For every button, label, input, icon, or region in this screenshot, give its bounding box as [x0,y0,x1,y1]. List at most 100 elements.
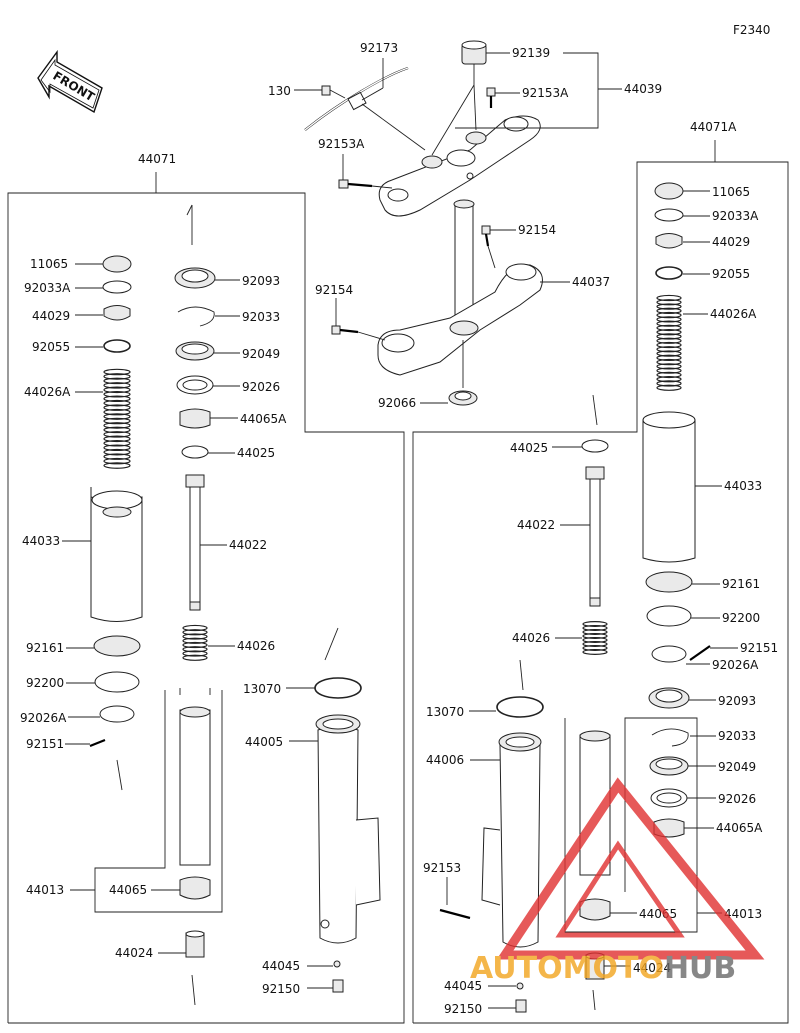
svg-text:92066: 92066 [378,396,416,410]
spring-coil [182,654,208,661]
svg-text:92200: 92200 [722,611,760,625]
spring-coil [103,453,131,460]
spring-coil [582,648,608,655]
part-92033A-r [654,208,684,222]
watermark-text: AUTOMOTOHUB [470,951,736,986]
spring-coil [103,408,131,416]
spring-coil [103,457,131,465]
spring-coil [656,333,682,340]
part-92066 [448,390,478,406]
spring-coil [103,399,131,407]
spring-coil [182,624,208,632]
part-92161 [93,635,141,657]
spring-coil [656,367,682,374]
front-arrow-icon: FRONT [37,49,103,114]
spring-coil [103,377,131,385]
svg-text:44025: 44025 [510,441,548,455]
svg-text:44005: 44005 [245,735,283,749]
svg-text:13070: 13070 [426,705,464,719]
part-44037-stem-bracket [377,199,543,376]
part-92200 [94,671,140,693]
diagram-code: F2340 [733,23,770,37]
svg-text:92153A: 92153A [318,137,365,151]
spring-coil [103,448,131,456]
spring-coil [582,624,608,631]
svg-text:11065: 11065 [30,257,68,271]
svg-text:44065A: 44065A [240,412,287,426]
part-92154-right [481,225,491,247]
spring-coil [656,303,682,310]
spring-coil [656,341,682,349]
svg-text:92200: 92200 [26,676,64,690]
svg-text:11065: 11065 [712,185,750,199]
svg-text:92049: 92049 [242,347,280,361]
spring-coil [656,299,682,306]
part-44045-r [516,982,524,990]
part-92033A [102,280,132,294]
spring-coil [103,431,131,438]
svg-text:44026: 44026 [512,631,550,645]
svg-text:92055: 92055 [32,340,70,354]
spring-coil [656,350,682,357]
part-92200-r [646,605,692,627]
spring-coil [103,440,131,447]
part-44005 [317,725,359,944]
svg-text:92151: 92151 [740,641,778,655]
spring-coil [656,380,682,387]
svg-text:44045: 44045 [262,959,300,973]
spring-coil [656,371,682,379]
part-44013 [179,709,211,866]
spring-coil [103,404,131,411]
svg-text:44071A: 44071A [690,120,737,134]
svg-text:92033: 92033 [718,729,756,743]
watermark-logo: AUTOMOTOHUB [470,777,765,986]
right-stack-col1 [642,182,711,838]
svg-text:130: 130 [268,84,291,98]
part-92173 [304,66,409,131]
spring-coil [103,368,131,376]
part-13070 [314,677,362,699]
spring-coil [656,311,682,319]
part-44065 [179,876,211,900]
spring-coil [182,633,208,640]
spring-coil [656,320,682,327]
svg-text:92173: 92173 [360,41,398,55]
part-44022-r [585,466,605,480]
part-44025-r [581,439,609,453]
svg-text:92026A: 92026A [20,711,67,725]
spring-coil [582,628,608,635]
spring-coil [103,373,131,380]
spring-coil [656,376,682,383]
spring-coil [656,358,682,366]
svg-text:92139: 92139 [512,46,550,60]
svg-text:92055: 92055 [712,267,750,281]
svg-text:13070: 13070 [243,682,281,696]
svg-text:44029: 44029 [712,235,750,249]
svg-text:92150: 92150 [444,1002,482,1016]
svg-text:44025: 44025 [237,446,275,460]
part-44065-r [579,898,611,921]
svg-text:44071: 44071 [138,152,176,166]
part-92055 [103,339,131,353]
spring-coil [103,417,131,425]
svg-text:92093: 92093 [242,274,280,288]
spring-coil [656,307,682,314]
svg-text:92026A: 92026A [712,658,759,672]
part-92161-r [645,571,693,593]
spring-coil [656,324,682,332]
part-44029 [103,305,131,321]
svg-text:92151: 92151 [26,737,64,751]
part-44022 [185,474,205,488]
spring-coil [656,354,682,361]
spring-coil [656,294,682,302]
svg-text:44013: 44013 [26,883,64,897]
part-130 [321,85,346,99]
part-44045 [333,960,341,968]
part-92033 [177,306,215,327]
spring-coil [103,462,131,469]
spring-coil [182,641,208,649]
left-stack-col3 [314,627,381,993]
spring-coil [103,426,131,434]
svg-text:92026: 92026 [718,792,756,806]
spring-coil [103,386,131,394]
